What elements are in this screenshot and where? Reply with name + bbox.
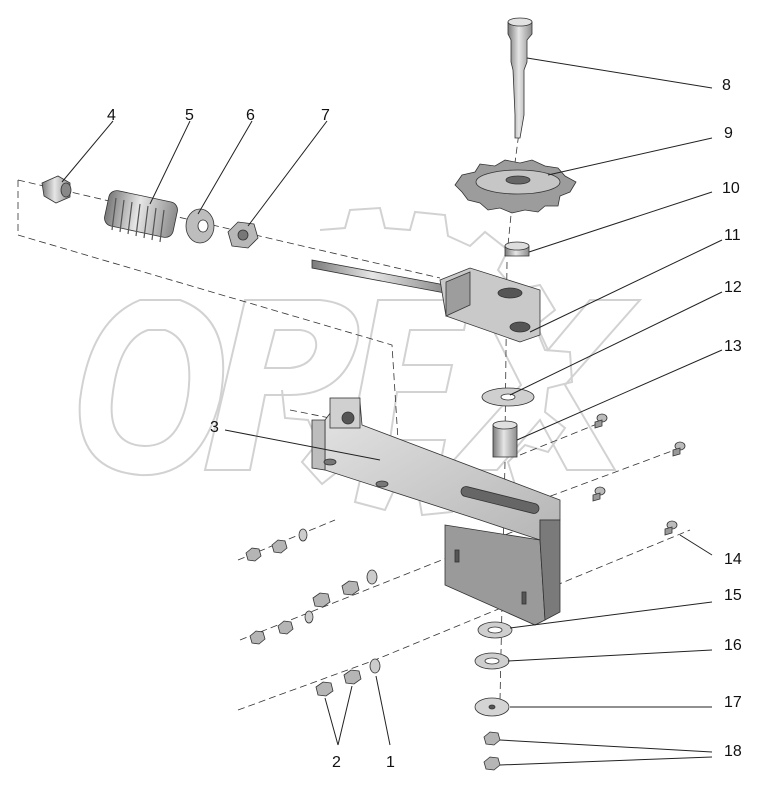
callout-2: 2 <box>332 754 341 771</box>
callout-18: 18 <box>724 743 742 760</box>
sleeve <box>492 420 518 458</box>
fastener-row-1 <box>245 528 308 562</box>
large-washer <box>185 208 215 244</box>
watermark-text <box>78 299 643 477</box>
callout-6: 6 <box>246 107 255 124</box>
washer-15 <box>477 621 513 639</box>
callout-7: 7 <box>321 107 330 124</box>
washer-17 <box>474 697 510 717</box>
callout-14: 14 <box>724 551 742 568</box>
bolt <box>672 441 686 457</box>
bolt <box>592 486 606 502</box>
callout-11: 11 <box>724 227 741 244</box>
leader-lines <box>61 57 723 766</box>
callout-1: 1 <box>386 754 395 771</box>
callout-4: 4 <box>107 107 116 124</box>
callout-12: 12 <box>724 279 742 296</box>
washer-16 <box>474 652 510 670</box>
fastener-row-3 <box>249 610 314 645</box>
callout-9: 9 <box>724 125 733 142</box>
callout-10: 10 <box>722 180 740 197</box>
callout-16: 16 <box>724 637 742 654</box>
callout-8: 8 <box>722 77 731 94</box>
callout-5: 5 <box>185 107 194 124</box>
fastener-row-4 <box>315 658 381 697</box>
callout-13: 13 <box>724 338 742 355</box>
sprocket <box>454 159 577 214</box>
bolt <box>594 413 608 429</box>
watermark-gear <box>281 206 574 517</box>
bushing <box>504 241 530 257</box>
fastener-row-2 <box>312 569 378 608</box>
bolt <box>664 520 678 536</box>
hex-nut <box>227 221 259 249</box>
spring <box>104 190 178 243</box>
fitting <box>41 175 72 204</box>
shaft-pin <box>507 17 533 139</box>
rod-with-clevis <box>311 259 541 343</box>
bracket <box>311 397 561 626</box>
callout-3: 3 <box>210 419 219 436</box>
nuts-18 <box>483 731 501 771</box>
flat-washer-12 <box>481 387 535 407</box>
callout-15: 15 <box>724 587 742 604</box>
small-bolts <box>592 413 686 536</box>
callout-17: 17 <box>724 694 742 711</box>
callout-labels: 4 5 6 7 8 9 10 11 12 13 3 14 15 16 17 18… <box>107 77 742 771</box>
